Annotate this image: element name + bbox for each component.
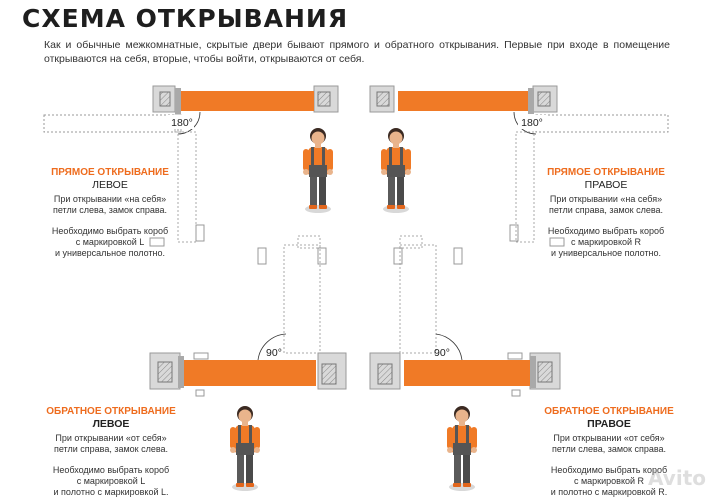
caption-push-right: ПРЯМОЕ ОТКРЫВАНИЕ ПРАВОЕ При открывании … (530, 166, 682, 259)
svg-text:180°: 180° (521, 117, 543, 129)
svg-text:90°: 90° (434, 347, 450, 359)
door-leaf (404, 360, 532, 386)
caption-pull-left: ОБРАТНОЕ ОТКРЫВАНИЕ ЛЕВОЕ При открывании… (36, 405, 186, 498)
caption-heading: ОБРАТНОЕ ОТКРЫВАНИЕ (544, 406, 674, 417)
door-leaf (182, 360, 316, 386)
svg-text:180°: 180° (171, 117, 193, 129)
diagram-pull-left: 90° (149, 235, 347, 491)
caption-pull-right: ОБРАТНОЕ ОТКРЫВАНИЕ ПРАВОЕ При открывани… (534, 405, 684, 498)
door-leaf (398, 91, 528, 111)
caption-side: ПРАВОЕ (584, 179, 628, 191)
door-leaf (180, 91, 314, 111)
caption-heading: ОБРАТНОЕ ОТКРЫВАНИЕ (46, 406, 176, 417)
intro-text: Как и обычные межкомнатные, скрытые двер… (44, 39, 670, 65)
avito-watermark: Avito (648, 466, 706, 490)
caption-side: ПРАВОЕ (587, 418, 631, 430)
caption-heading: ПРЯМОЕ ОТКРЫВАНИЕ (51, 167, 169, 178)
diagram-pull-right: 90° (369, 235, 561, 491)
diagram-push-left: 180° (43, 85, 339, 247)
caption-push-left: ПРЯМОЕ ОТКРЫВАНИЕ ЛЕВОЕ При открывании «… (36, 166, 184, 259)
caption-side: ЛЕВОЕ (92, 179, 128, 191)
svg-text:90°: 90° (266, 347, 282, 359)
caption-heading: ПРЯМОЕ ОТКРЫВАНИЕ (547, 167, 665, 178)
page-title: СХЕМА ОТКРЫВАНИЯ (22, 4, 349, 33)
diagram-push-right: 180° (369, 85, 669, 247)
caption-side: ЛЕВОЕ (92, 418, 130, 430)
